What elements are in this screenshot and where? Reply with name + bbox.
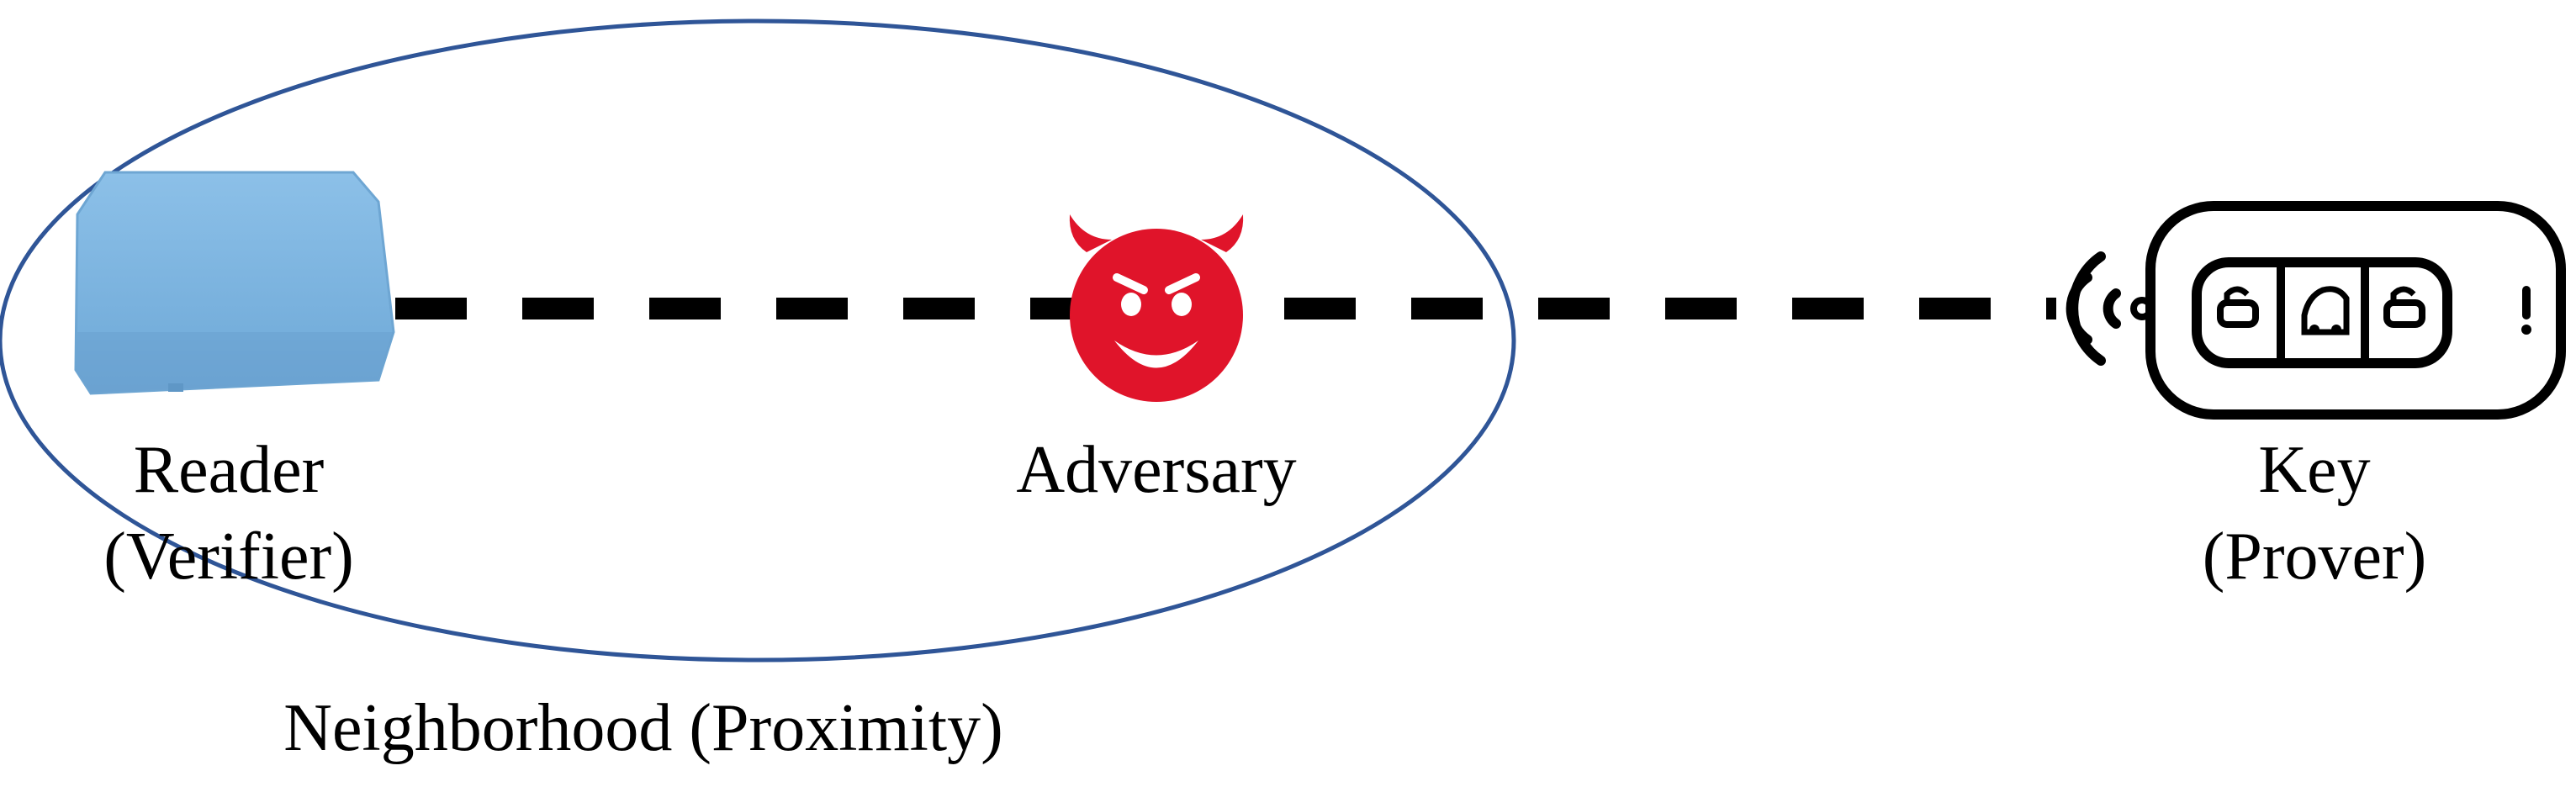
car-key-fob-icon [2066,201,2566,420]
devil-face-icon [1069,214,1244,402]
reader-role-label: (Verifier) [103,520,354,594]
neighborhood-region [0,18,1516,663]
neighborhood-label: Neighborhood (Proximity) [283,691,1002,765]
rfid-reader-icon [74,171,395,395]
adversary-label: Adversary [1016,433,1296,507]
key-label: Key [2258,433,2370,507]
reader-label: Reader [134,433,325,507]
key-role-label: (Prover) [2203,520,2427,594]
